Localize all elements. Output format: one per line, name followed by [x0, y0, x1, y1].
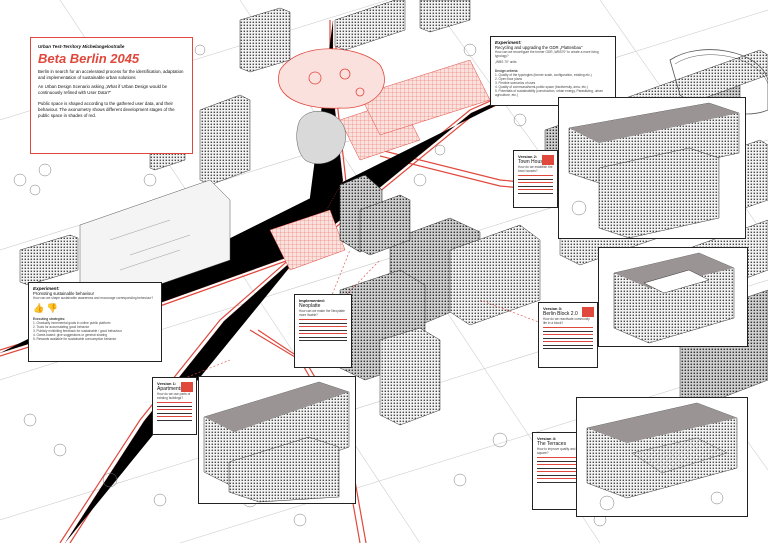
version-4-label: Version 4: [537, 436, 557, 441]
experiment-gdr-title: Experiment: [495, 40, 522, 45]
version-2-label: Version 2: [518, 154, 538, 159]
experiment-behaviour-item: 4. Game-based: give suggestions or gener… [33, 333, 108, 337]
version-1-detail [198, 376, 356, 504]
experiment-gdr-item: 2. Open floor plans [495, 77, 522, 81]
version-1-axonometry [203, 381, 350, 503]
experiment-behaviour-item: 2. Tools for accumulating good behavior [33, 325, 90, 329]
experiment-behaviour-question: How can we shape sustainable awareness a… [33, 296, 154, 300]
version-3-icon [582, 307, 594, 317]
neoplatte-question: How can we make the Neoplatte more livab… [299, 309, 345, 317]
version-2-axonometry [568, 102, 740, 238]
version-4-name: The Terraces [537, 441, 567, 447]
version-1-criteria [157, 402, 192, 421]
version-2-detail [558, 97, 746, 239]
version-2-criteria [518, 175, 553, 194]
experiment-behaviour-strategies-label: Executing strategies: [33, 317, 66, 321]
experiment-behaviour-card: Experiment: Promoting sustainable behavi… [28, 282, 162, 362]
version-3-question: How do we reactivate community life in a… [543, 317, 590, 325]
intro-card: Urban Test-Territory Michelangelostraße … [30, 37, 193, 154]
version-2-name: Town Houses [518, 159, 549, 165]
experiment-gdr-item: 3. Flexible scenarios of uses [495, 81, 536, 85]
project-title: Beta Berlin 2045 [38, 51, 140, 66]
thumbs-icons: 👍 👎 [33, 303, 157, 314]
thumbs-up-icon: 👍 [33, 303, 45, 313]
version-3-card: Version 3: Berlin Block 2.0 How do we re… [538, 302, 598, 368]
experiment-gdr-card: Experiment: Recycling and upgrading the … [490, 36, 616, 106]
playground [278, 48, 385, 164]
version-1-name: Apartments [157, 386, 183, 392]
plaza-pads [269, 59, 491, 271]
version-2-icon [542, 155, 554, 165]
version-1-card: Version 1: Apartments How do we use part… [152, 377, 197, 435]
version-2-card: Version 2: Town Houses How do we establi… [513, 150, 558, 208]
experiment-gdr-note: „WBS 70“ units [495, 60, 517, 64]
intro-paragraph-2: An Urban Design Scenario asking „What if… [38, 84, 168, 95]
experiment-gdr-item: 4. Quality of communal/semi-public space… [495, 85, 588, 89]
neoplatte-label: Implemented: [299, 298, 326, 303]
experiment-behaviour-subtitle: Promoting sustainable behaviour [33, 291, 94, 296]
version-4-criteria [537, 457, 593, 483]
version-4-question: How to improve quality and add the squar… [537, 447, 587, 455]
thumbs-down-icon: 👎 [46, 303, 58, 313]
version-4-axonometry [586, 402, 738, 511]
version-3-label: Version 3: [543, 306, 563, 311]
experiment-behaviour-item: 1. Gradually incremental goals in online… [33, 321, 111, 325]
version-4-detail [576, 397, 748, 517]
intro-paragraph-3: Public space is shaped according to the … [38, 101, 175, 118]
version-1-label: Version 1: [157, 381, 177, 386]
version-3-name: Berlin Block 2.0 [543, 311, 578, 317]
housing-blocks-centre [339, 194, 541, 426]
experiment-behaviour-title: Experiment: [33, 286, 60, 291]
version-1-icon [181, 382, 193, 392]
experiment-gdr-item: 5. Potentials of sustainability (constru… [495, 89, 603, 97]
neoplatte-name: Neoplatte [299, 303, 321, 309]
project-label: Urban Test-Territory Michelangelostraße [38, 44, 125, 49]
intro-paragraph-1: Berlin in search for an accelerated proc… [38, 69, 184, 80]
experiment-gdr-item: 1. Quality of the typologies (former sca… [495, 73, 592, 77]
version-2-question: How do we establish the town houses? [518, 165, 553, 173]
experiment-gdr-question: How can we reconfigure the former GDR „W… [495, 50, 599, 58]
experiment-behaviour-item: 3. Publicly exhibiting feedback for sust… [33, 329, 122, 333]
experiment-gdr-subtitle: Recycling and upgrading the GDR „Platten… [495, 45, 583, 50]
version-3-detail [598, 247, 748, 347]
version-1-question: How do we use parts of existing building… [157, 392, 191, 400]
version-3-axonometry [613, 252, 735, 344]
version-3-criteria [543, 327, 593, 350]
neoplatte-card: Implemented: Neoplatte How can we make t… [294, 294, 352, 368]
experiment-gdr-design-label: Design criteria: [495, 69, 519, 73]
experiment-behaviour-item: 5. Rewards available for sustainable con… [33, 337, 117, 341]
neoplatte-criteria [299, 319, 347, 342]
